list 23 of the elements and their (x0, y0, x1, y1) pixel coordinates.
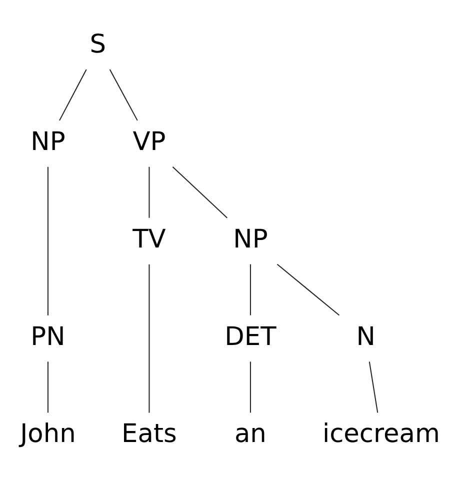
connector (148, 166, 150, 218)
node-text: NP (233, 224, 268, 254)
node-text: icecream (322, 418, 440, 449)
node-text: DET (224, 321, 276, 352)
connector (276, 263, 340, 316)
connector (109, 68, 138, 120)
node-text: VP (132, 126, 166, 157)
node-text: an (234, 418, 266, 449)
connector (368, 361, 378, 412)
connector (250, 361, 251, 412)
node-text: N (356, 321, 376, 352)
node-text: John (20, 418, 76, 449)
connector (47, 166, 48, 315)
node-text: NP (30, 126, 66, 157)
node-text: Eats (122, 418, 177, 449)
connector (172, 166, 228, 218)
node-text: PN (30, 321, 66, 352)
connector (47, 361, 48, 412)
connector (148, 264, 150, 412)
node-text: S (90, 29, 106, 60)
node-text: TV (132, 224, 166, 254)
connector (59, 68, 87, 120)
connector (250, 264, 251, 315)
